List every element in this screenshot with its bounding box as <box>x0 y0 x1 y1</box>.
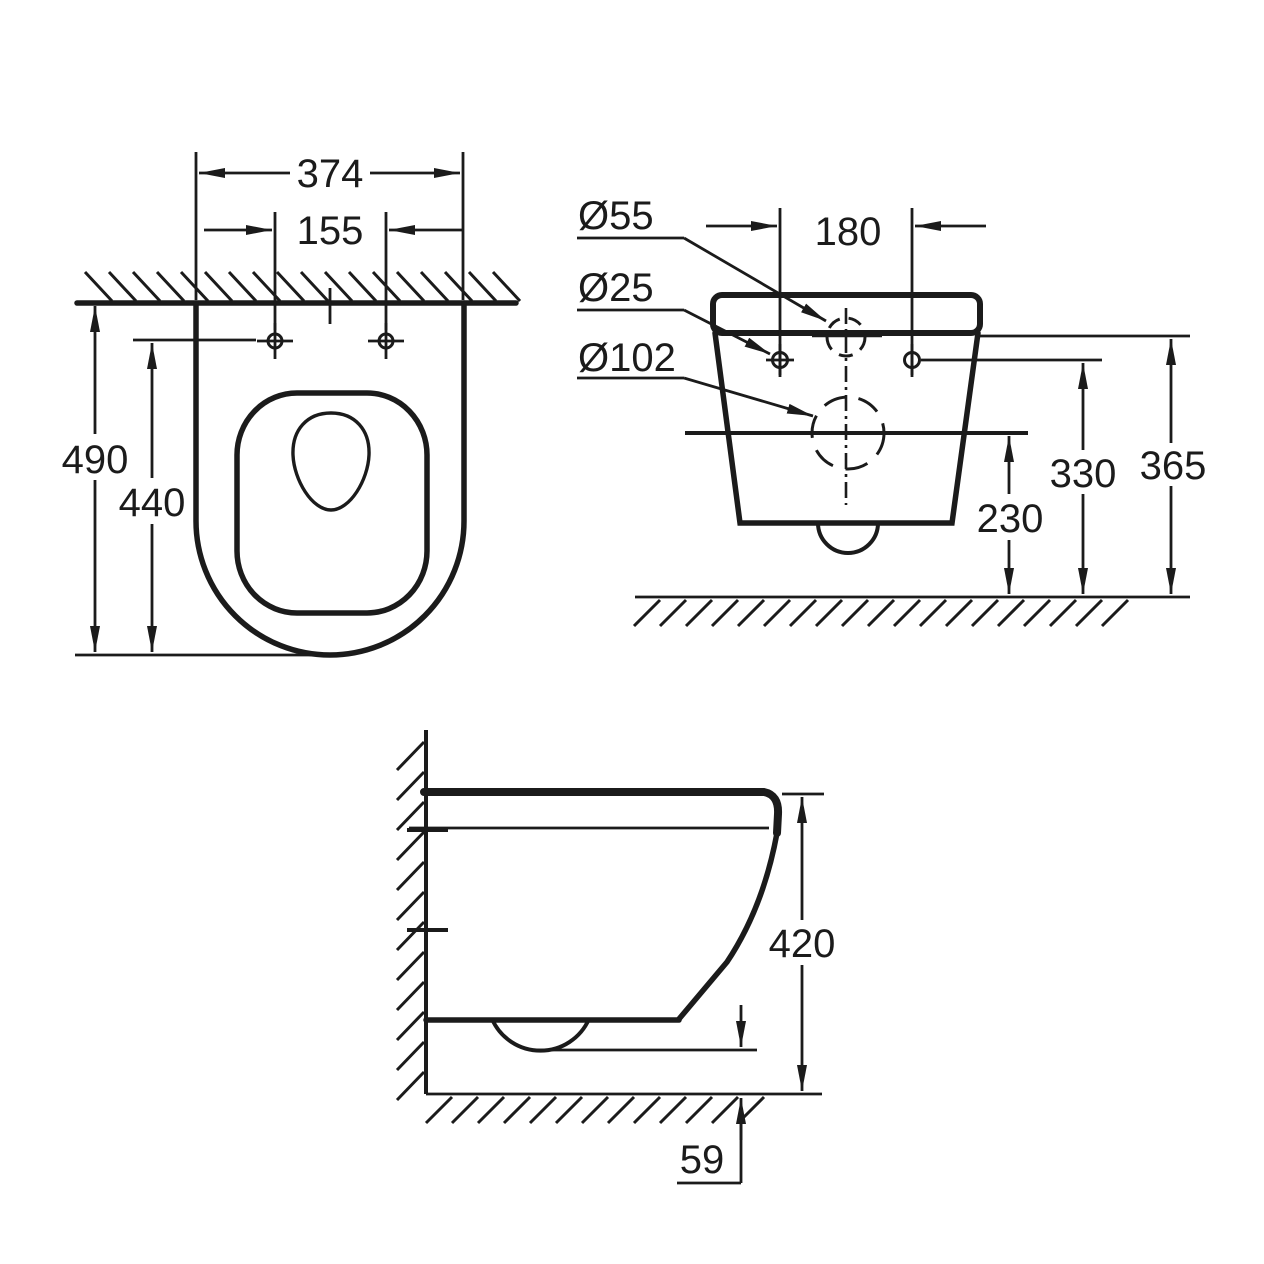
floor-hatch <box>424 1095 766 1125</box>
bowl-inner-rim <box>234 390 430 616</box>
dim-59-label: 59 <box>680 1138 725 1182</box>
dim-490: 490 <box>62 306 338 657</box>
dim-490-label: 490 <box>62 438 129 482</box>
leader-outlet: Ø102 <box>577 336 814 418</box>
body-outline <box>712 330 981 526</box>
front-view: 180 Ø55 Ø25 Ø102 365 <box>577 194 1207 628</box>
dim-365: 365 <box>980 334 1207 594</box>
dim-155: 155 <box>204 209 462 330</box>
dim-365-label: 365 <box>1140 444 1207 488</box>
top-view: 374 155 490 440 <box>62 152 522 658</box>
front-profile-curve <box>676 830 780 1022</box>
dim-230: 230 <box>977 436 1044 594</box>
side-wall-hatch <box>395 740 426 1102</box>
dim-440-label: 440 <box>119 481 186 525</box>
leader-mounting-hole: Ø25 <box>577 266 771 356</box>
drain-outline <box>291 411 371 512</box>
dim-230-label: 230 <box>977 497 1044 541</box>
cistern-plate-outline <box>710 292 983 336</box>
rim-outline <box>420 788 783 837</box>
dim-59: 59 <box>677 1005 746 1185</box>
side-view: 420 59 <box>395 730 836 1185</box>
leader-inlet: Ø55 <box>577 194 827 323</box>
label-inlet-diameter: Ø55 <box>578 194 654 238</box>
label-outlet-diameter: Ø102 <box>578 336 676 380</box>
dim-155-label: 155 <box>297 209 364 253</box>
label-mounting-hole-diameter: Ø25 <box>578 266 654 310</box>
dim-374: 374 <box>194 152 465 300</box>
outlet-bottom <box>816 522 880 555</box>
dim-420-label: 420 <box>769 922 836 966</box>
dim-180: 180 <box>706 208 986 375</box>
dim-440: 440 <box>119 338 256 652</box>
dim-374-label: 374 <box>297 152 364 196</box>
dim-420: 420 <box>769 792 836 1091</box>
floor-hatch <box>632 598 1130 628</box>
dim-330-label: 330 <box>1050 452 1117 496</box>
dim-180-label: 180 <box>815 210 882 254</box>
dim-330: 330 <box>921 358 1117 594</box>
